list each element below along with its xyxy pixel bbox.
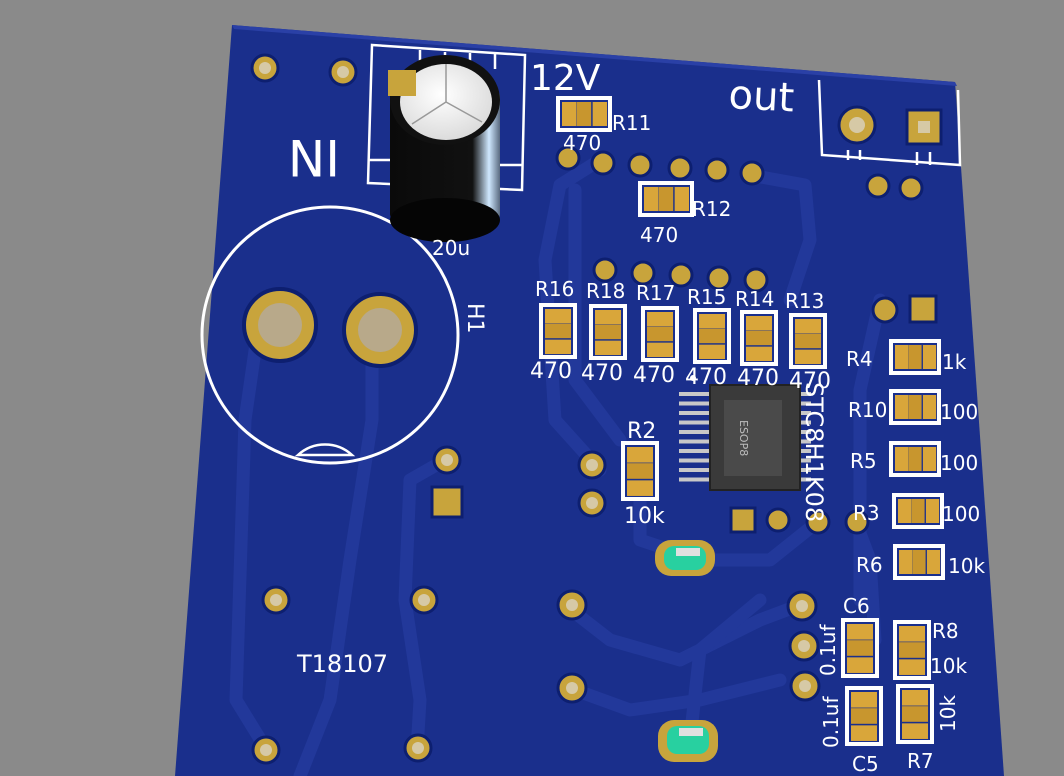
chip-pin (799, 449, 811, 453)
label-chip-name: STC8H1K08 (800, 382, 828, 522)
chip-pin (679, 477, 711, 482)
label-12v: 12V (530, 58, 601, 99)
mcu-chip (679, 375, 811, 491)
ref-r4: R4 (846, 347, 873, 371)
smd-r5 (889, 441, 941, 477)
value-c5: 0.1uf (819, 696, 843, 748)
value-r6: 10k (948, 554, 985, 578)
ref-c5: C5 (852, 752, 879, 776)
ref-r15: R15 (687, 285, 726, 309)
smd-r12 (638, 181, 694, 217)
value-r12: 470 (640, 223, 678, 247)
capacitor-pad (388, 70, 416, 96)
label-h1: H1 (462, 303, 487, 334)
ref-r12: R12 (692, 197, 731, 221)
ref-r11: R11 (612, 111, 651, 135)
ref-r17: R17 (636, 281, 675, 305)
chip-pin (679, 458, 711, 463)
smd-r6 (893, 544, 945, 580)
chip-pin (799, 430, 811, 434)
ref-r6: R6 (856, 553, 883, 577)
label-in: IN (288, 128, 340, 186)
smd-r14 (740, 310, 778, 366)
led-bottom (658, 720, 718, 762)
smd-c6 (841, 618, 879, 678)
ref-r5: R5 (850, 449, 877, 473)
copper-traces (229, 153, 887, 776)
ref-r14: R14 (735, 287, 774, 311)
h1-circle-outline (200, 205, 460, 465)
chip-pin (799, 411, 811, 415)
value-r2: 10k (624, 504, 665, 529)
smd-r18 (589, 304, 627, 360)
value-r16: 470 (530, 359, 572, 384)
ref-r3: R3 (853, 501, 880, 525)
square-pads (430, 108, 943, 534)
value-r18: 470 (581, 361, 623, 386)
pad-holes (259, 62, 930, 756)
chip-pin (799, 458, 811, 463)
chip-pin (679, 392, 711, 396)
smd-r2 (621, 441, 659, 501)
smd-r13 (789, 313, 827, 369)
label-out: out (727, 72, 795, 121)
smd-parts (539, 96, 945, 746)
chip-pin (679, 430, 711, 434)
chip-pin (679, 439, 711, 444)
value-r10: 100 (940, 400, 978, 424)
label-chip-package: ESOP8 (737, 420, 750, 456)
smd-r17 (641, 306, 679, 362)
ref-c6: C6 (843, 594, 870, 618)
chip-pin (799, 401, 811, 406)
chip-pin (679, 468, 711, 472)
value-r14: 470 (737, 366, 779, 391)
ref-r10: R10 (848, 398, 887, 422)
ref-r13: R13 (785, 289, 824, 313)
value-r7: 10k (936, 695, 960, 732)
chip-pin (679, 411, 711, 415)
ref-r18: R18 (586, 279, 625, 303)
chip-pin (799, 477, 811, 482)
smd-r15 (693, 308, 731, 364)
h1-pad-right (342, 292, 418, 368)
value-r4: 1k (942, 350, 967, 374)
value-r15: 470 (685, 365, 727, 390)
chip-pin (799, 439, 811, 444)
chip-pin (799, 392, 811, 396)
value-r3: 100 (942, 502, 980, 526)
value-r17: 470 (633, 363, 675, 388)
value-r8: 10k (930, 654, 967, 678)
smd-r3 (892, 493, 944, 529)
smd-r16 (539, 303, 577, 359)
chip-pin (679, 401, 711, 406)
ref-r7: R7 (907, 749, 934, 773)
smd-c5 (845, 686, 883, 746)
smd-r8 (893, 620, 931, 680)
silkscreen-outlines (294, 43, 962, 457)
ref-r16: R16 (535, 277, 574, 301)
ref-r8: R8 (932, 619, 959, 643)
electrolytic-capacitor (390, 55, 500, 242)
label-capacitor-value: 20u (432, 236, 470, 260)
pcb-board-edge (232, 25, 957, 86)
value-r11: 470 (563, 131, 601, 155)
smd-r10 (889, 389, 941, 425)
chip-pin (799, 420, 811, 425)
chip-pin (679, 420, 711, 425)
smd-r11 (556, 96, 612, 132)
smd-r7 (896, 684, 934, 744)
h1-pad-left (242, 287, 318, 363)
chip-pin (679, 449, 711, 453)
smd-r4 (889, 339, 941, 375)
value-r5: 100 (940, 451, 978, 475)
ref-r2: R2 (627, 419, 656, 444)
label-board-id: T18107 (296, 650, 388, 678)
value-c6: 0.1uf (816, 624, 840, 676)
value-r13: 470 (789, 369, 831, 394)
chip-pin (799, 468, 811, 472)
led-top (655, 540, 715, 576)
